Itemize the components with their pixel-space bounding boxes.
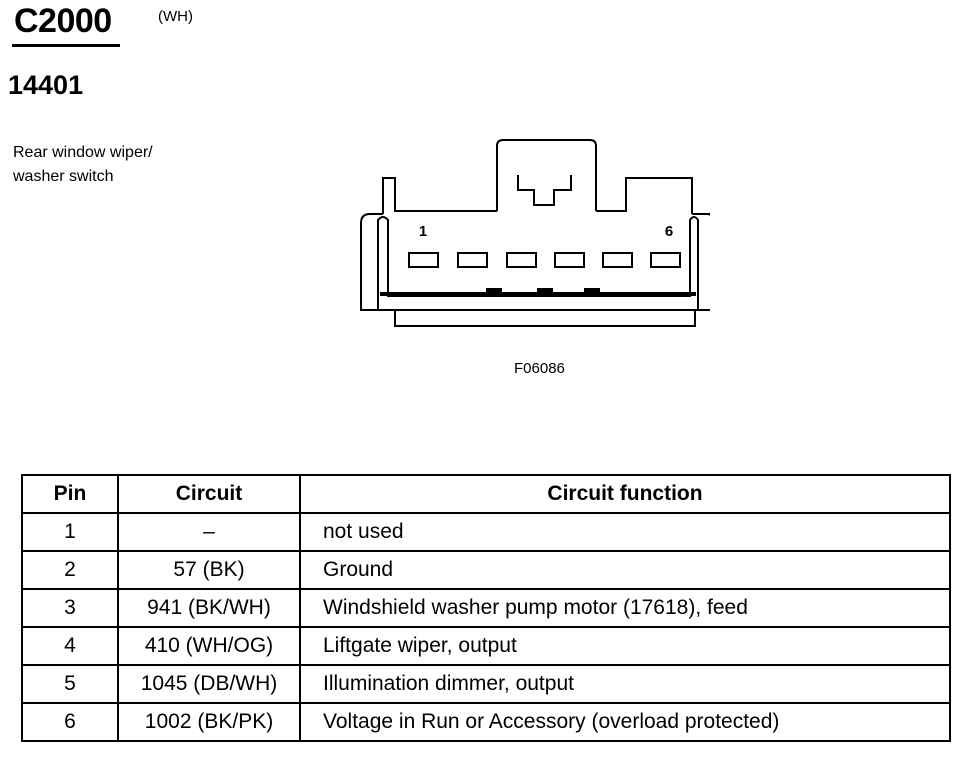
- pin-cavity: [506, 252, 537, 268]
- pin-cavity: [408, 252, 439, 268]
- figure-id: F06086: [514, 360, 565, 377]
- bottom-key: [486, 288, 502, 294]
- function-cell: Voltage in Run or Accessory (overload pr…: [299, 702, 951, 742]
- connector-body-right: [692, 213, 710, 311]
- pin-cell: 5: [21, 664, 119, 704]
- table-row: 5 1045 (DB/WH) Illumination dimmer, outp…: [21, 664, 951, 704]
- left-shoulder: [382, 177, 497, 214]
- base-plate: [394, 309, 696, 327]
- color-code: (WH): [158, 8, 193, 25]
- description-line: washer switch: [13, 168, 114, 185]
- table-row: 3 941 (BK/WH) Windshield washer pump mot…: [21, 588, 951, 628]
- connector-id-underline: [12, 44, 120, 47]
- pin-label-last: 6: [665, 223, 673, 240]
- function-cell: not used: [299, 512, 951, 552]
- function-cell: Ground: [299, 550, 951, 590]
- column-header-circuit-function: Circuit function: [299, 474, 951, 514]
- component-description: Rear window wiper/ washer switch: [13, 141, 153, 189]
- circuit-cell: 1045 (DB/WH): [117, 664, 301, 704]
- column-header-circuit: Circuit: [117, 474, 301, 514]
- table-row: 6 1002 (BK/PK) Voltage in Run or Accesso…: [21, 702, 951, 742]
- pin-cell: 1: [21, 512, 119, 552]
- description-line: Rear window wiper/: [13, 144, 153, 161]
- circuit-cell: 941 (BK/WH): [117, 588, 301, 628]
- pin-cavity: [602, 252, 633, 268]
- function-cell: Illumination dimmer, output: [299, 664, 951, 704]
- pin-label-first: 1: [419, 223, 427, 240]
- table-row: 4 410 (WH/OG) Liftgate wiper, output: [21, 626, 951, 666]
- circuit-cell: –: [117, 512, 301, 552]
- right-shoulder: [596, 177, 693, 214]
- circuit-cell: 410 (WH/OG): [117, 626, 301, 666]
- bottom-key: [537, 288, 553, 294]
- connector-face-diagram: 1 6: [360, 139, 710, 327]
- function-cell: Windshield washer pump motor (17618), fe…: [299, 588, 951, 628]
- latch-tab: [517, 175, 572, 206]
- pinout-table: Pin Circuit Circuit function 1 – not use…: [21, 474, 951, 742]
- pin-cell: 2: [21, 550, 119, 590]
- table-header-row: Pin Circuit Circuit function: [21, 474, 951, 514]
- column-header-pin: Pin: [21, 474, 119, 514]
- bottom-key: [584, 288, 600, 294]
- pin-cavity: [650, 252, 681, 268]
- inner-shell: [377, 216, 699, 311]
- connector-id: C2000: [14, 2, 112, 40]
- pin-cell: 3: [21, 588, 119, 628]
- function-cell: Liftgate wiper, output: [299, 626, 951, 666]
- pin-cell: 4: [21, 626, 119, 666]
- pin-cell: 6: [21, 702, 119, 742]
- circuit-cell: 1002 (BK/PK): [117, 702, 301, 742]
- table-row: 2 57 (BK) Ground: [21, 550, 951, 590]
- connector-latch: [496, 139, 597, 211]
- circuit-cell: 57 (BK): [117, 550, 301, 590]
- pin-cavity: [457, 252, 488, 268]
- table-row: 1 – not used: [21, 512, 951, 552]
- part-number: 14401: [8, 70, 84, 100]
- pin-cavity: [554, 252, 585, 268]
